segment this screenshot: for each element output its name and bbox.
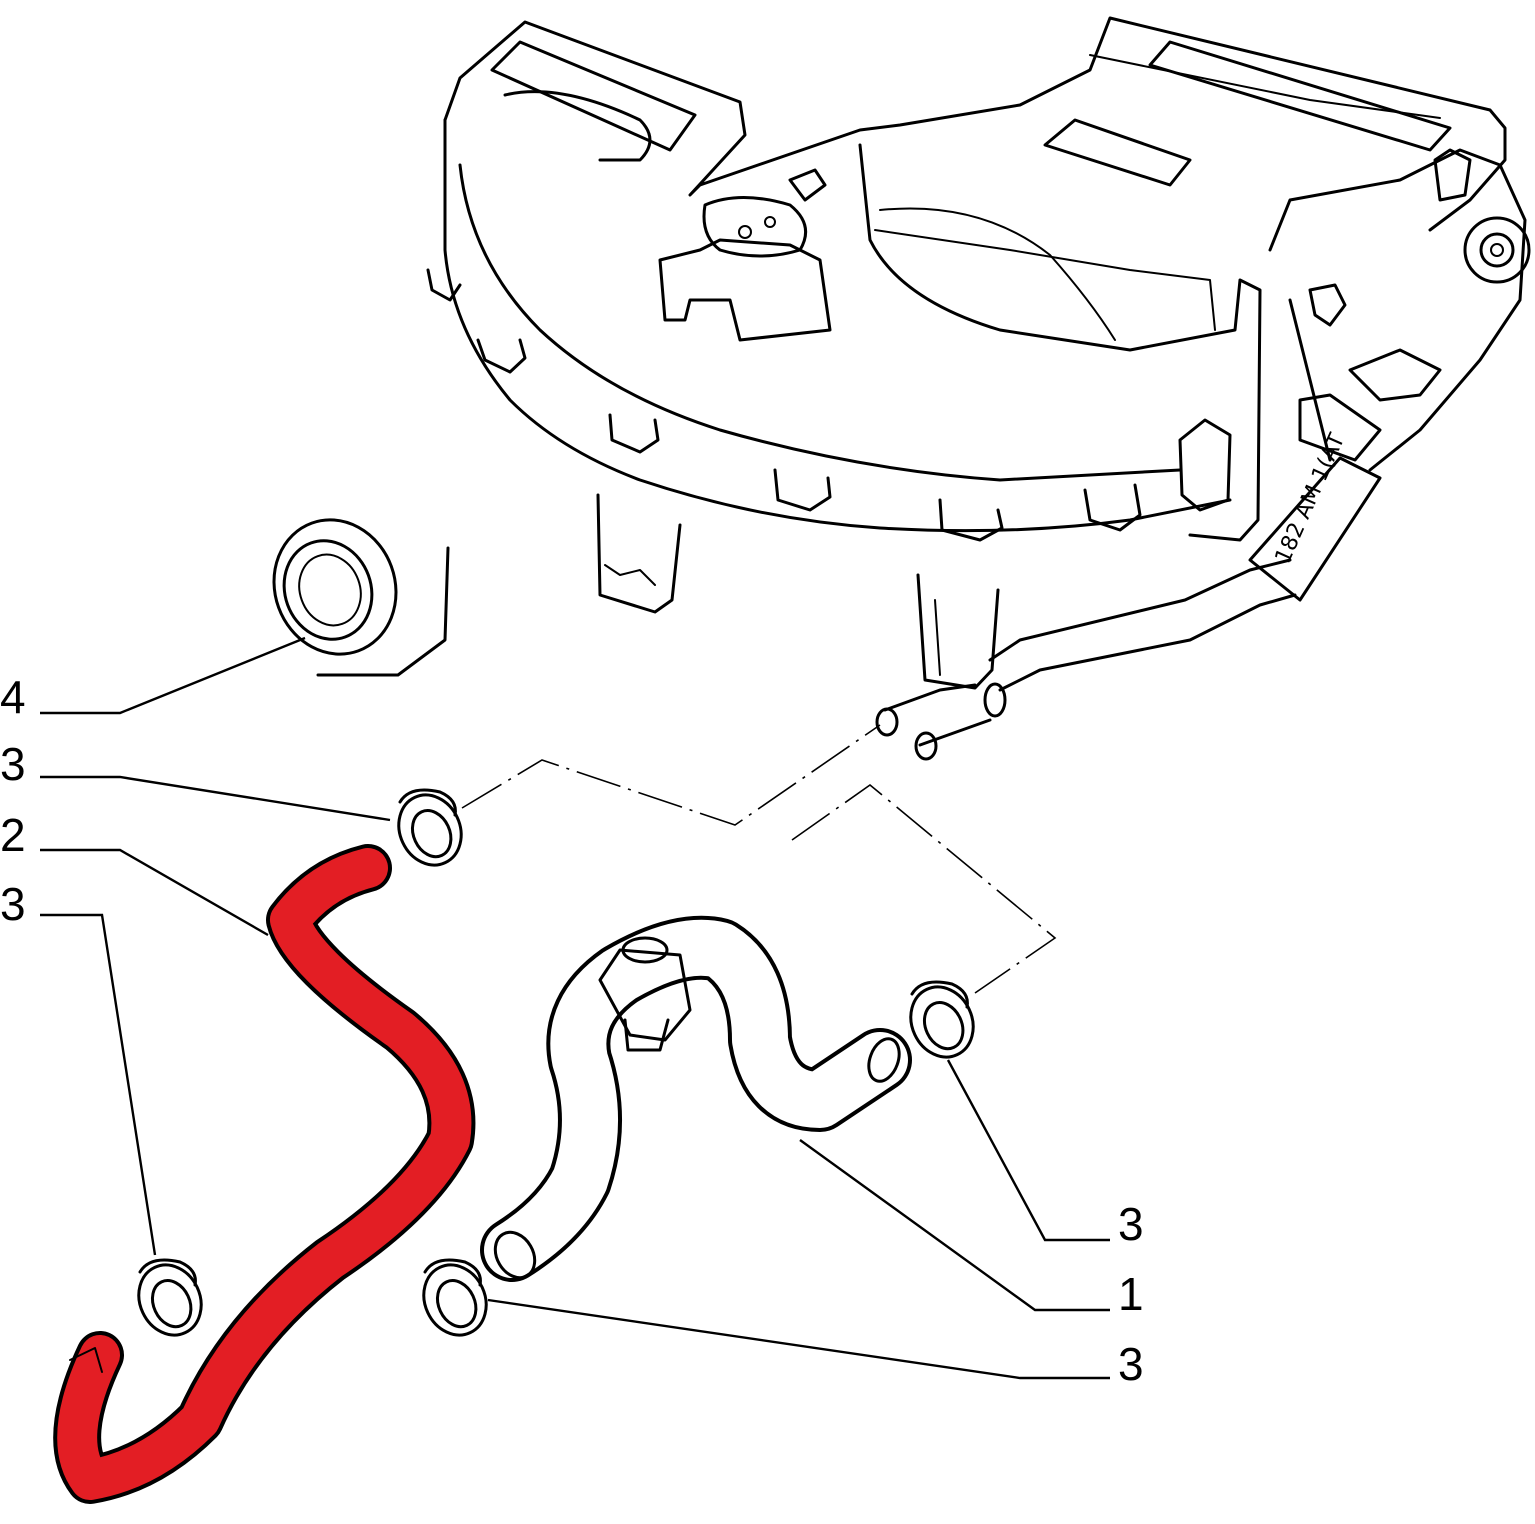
callout-1: 1 (1118, 1268, 1144, 1320)
assembly-dashed-lines (461, 724, 1057, 994)
hose-2-fill (57, 848, 472, 1500)
housing-clips (426, 268, 1142, 542)
clamp-part-3-right (909, 980, 975, 1059)
leader-lines (40, 636, 1110, 1380)
callout-3-left: 3 (0, 878, 26, 930)
heater-box-assembly: 182 AM 1(AT (426, 16, 1531, 761)
callout-4: 4 (0, 671, 26, 723)
callout-3-bottom: 3 (1118, 1338, 1144, 1390)
callout-2: 2 (0, 809, 26, 861)
part-number-stamp: 182 AM 1(AT (1271, 429, 1351, 567)
clamp-part-3-left (137, 1258, 203, 1337)
hose-part-2-highlighted (53, 844, 476, 1504)
callout-labels: 4 3 2 3 3 1 3 (0, 671, 1144, 1390)
clamp-part-3-bottom (422, 1258, 488, 1337)
clamp-part-3-top (397, 788, 463, 867)
callout-3-top: 3 (0, 738, 26, 790)
callout-3-right: 3 (1118, 1198, 1144, 1250)
hose-part-1 (480, 915, 912, 1282)
grommet-part-4 (272, 518, 450, 677)
